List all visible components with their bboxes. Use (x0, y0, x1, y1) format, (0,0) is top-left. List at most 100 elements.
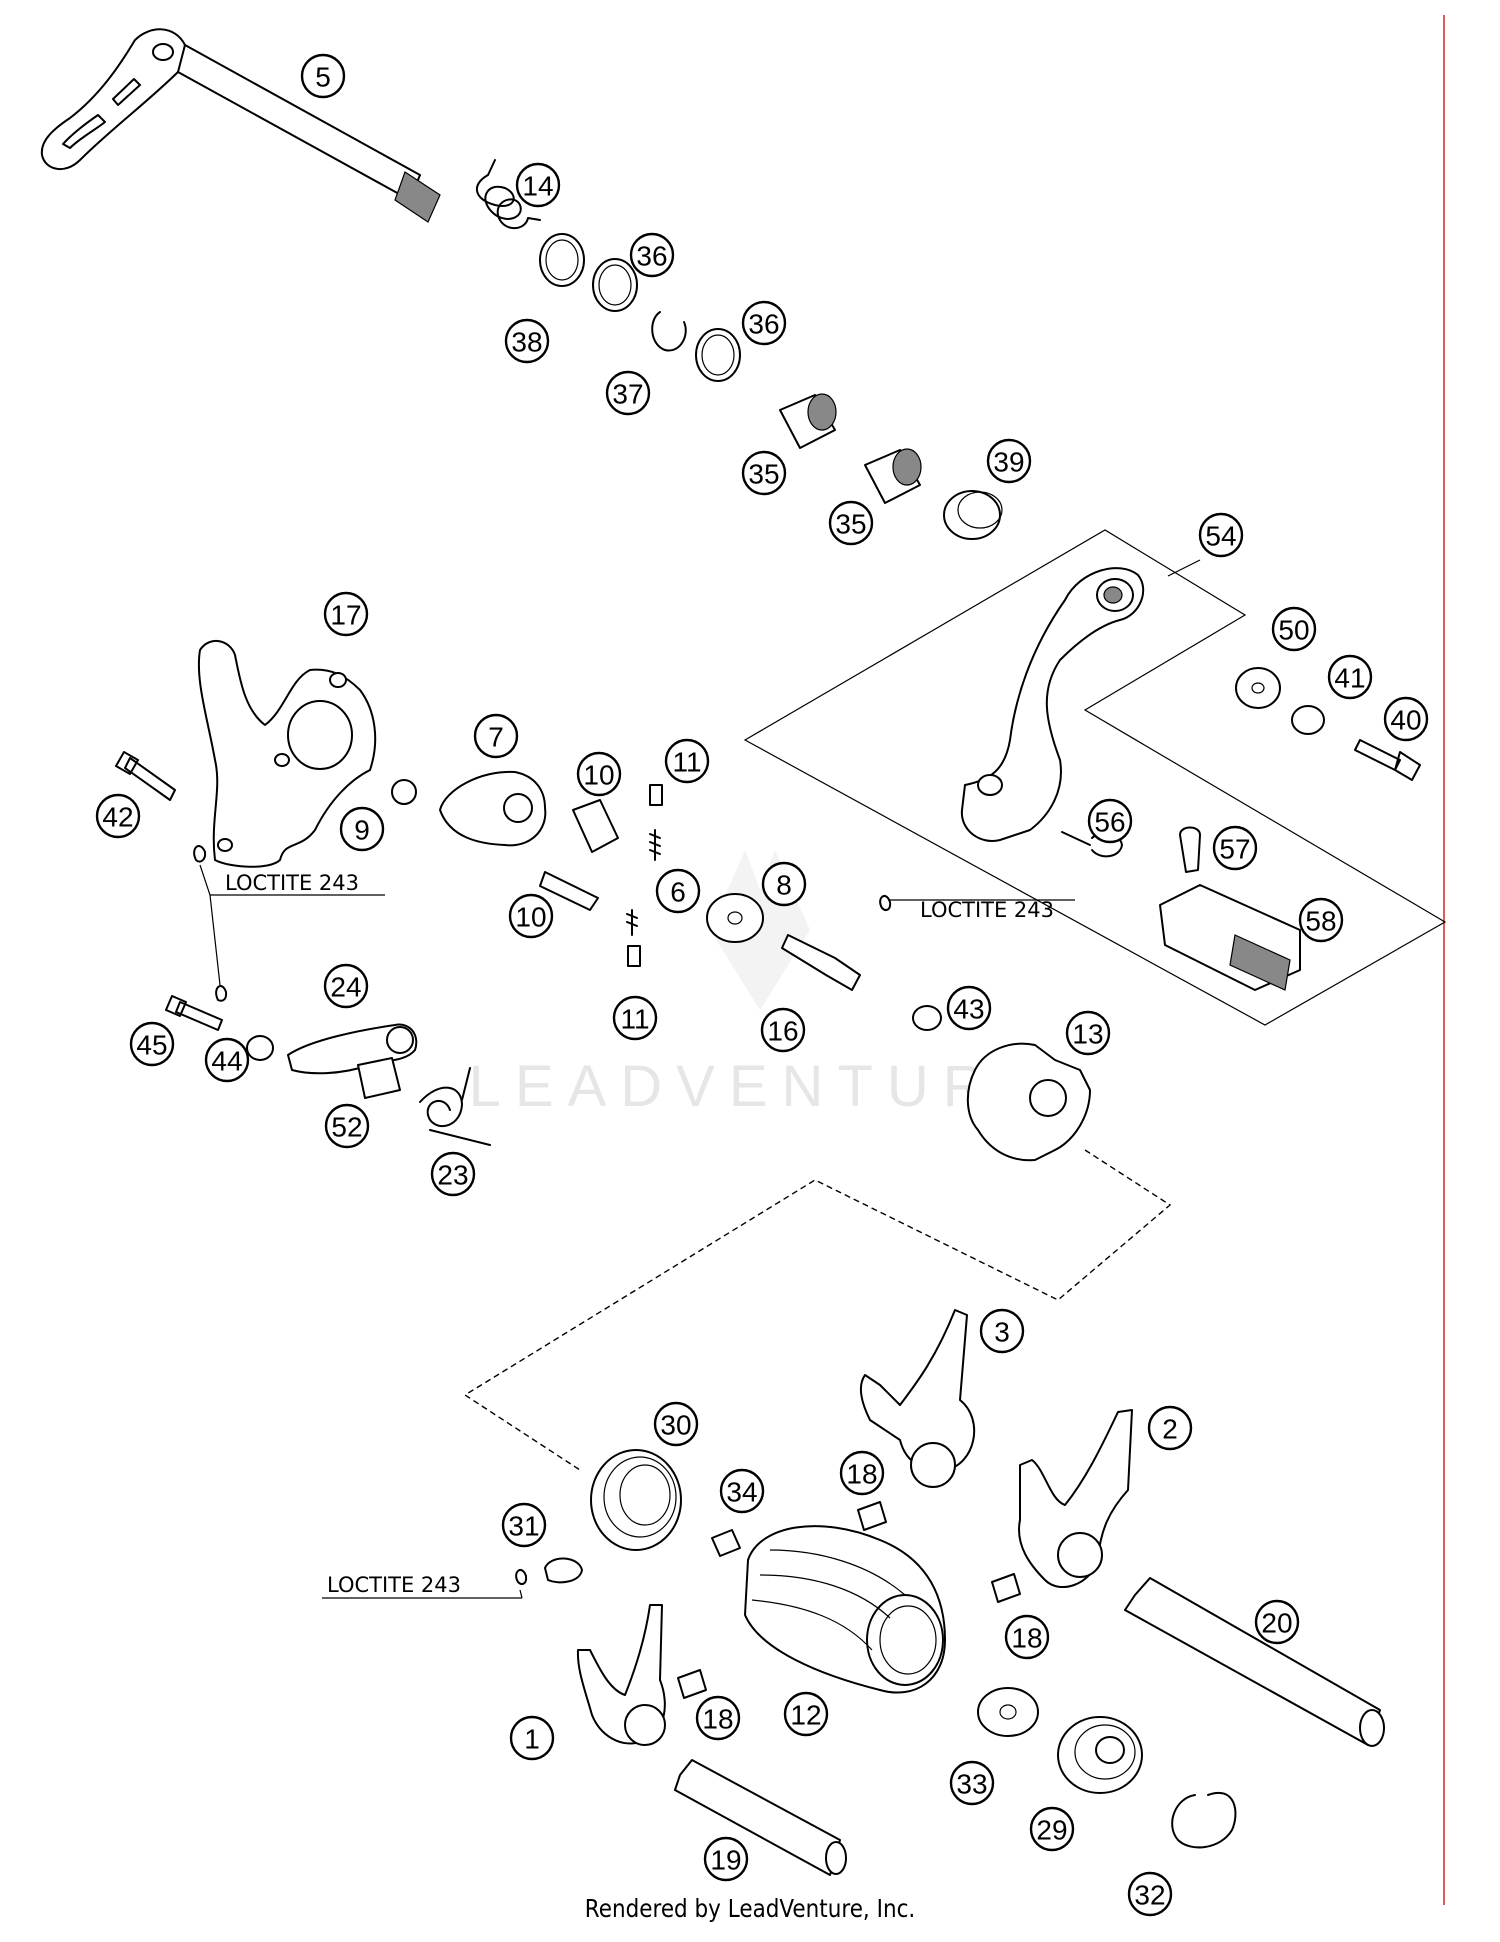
lever-assembly-box (743, 529, 1447, 1026)
spring-part-6a (649, 829, 661, 861)
callout-29: 29 (1029, 1806, 1075, 1852)
loctite-drop-1 (193, 845, 207, 863)
bearing-part-29 (1057, 1716, 1143, 1794)
svg-text:18: 18 (702, 1704, 733, 1735)
callout-16: 16 (760, 1007, 806, 1053)
callout-9: 9 (339, 806, 385, 852)
watermark-text: LEADVENTURE (469, 1054, 1052, 1119)
spring-part-23 (419, 1067, 491, 1146)
callout-58: 58 (1298, 897, 1344, 943)
svg-text:9: 9 (354, 815, 370, 846)
callout-50: 50 (1271, 606, 1317, 652)
svg-text:58: 58 (1305, 906, 1336, 937)
callout-18c: 18 (695, 1695, 741, 1741)
bearing-part-30 (590, 1449, 682, 1551)
callout-6: 6 (655, 868, 701, 914)
washer-part-38-inner (545, 239, 579, 281)
callout-56: 56 (1087, 798, 1133, 844)
callout-20: 20 (1254, 1599, 1300, 1645)
callout-19: 19 (703, 1836, 749, 1882)
callout-54: 54 (1198, 512, 1244, 558)
bolt-part-42 (115, 751, 176, 801)
washer-part-50-hole (1251, 682, 1265, 694)
callout-11b: 11 (612, 995, 658, 1041)
svg-text:24: 24 (330, 972, 361, 1003)
loctite-note-group-3: LOCTITE 243 (327, 1573, 461, 1597)
pin-part-57 (1179, 826, 1201, 873)
shift-drum-part-12 (744, 1525, 946, 1694)
shift-fork-part-1 (576, 1604, 666, 1746)
svg-text:36: 36 (636, 241, 667, 272)
svg-text:35: 35 (835, 509, 866, 540)
callout-1: 1 (509, 1715, 555, 1761)
svg-text:11: 11 (672, 747, 701, 778)
washer-part-8-hole (727, 911, 743, 925)
callout-41: 41 (1327, 654, 1373, 700)
loctite-drop-2 (215, 985, 228, 1002)
loctite-note-2: LOCTITE 243 (920, 898, 1054, 922)
washer-part-36a-inner (598, 264, 632, 306)
callout-3: 3 (979, 1308, 1025, 1354)
callout-2: 2 (1147, 1405, 1193, 1451)
callout-12: 12 (783, 1691, 829, 1737)
callout-44: 44 (204, 1037, 250, 1083)
roller-part-18b (991, 1573, 1021, 1603)
svg-text:5: 5 (315, 62, 331, 93)
washer-part-33-hole (999, 1704, 1017, 1720)
callout-31: 31 (501, 1502, 547, 1548)
pin-part-11b (627, 945, 641, 967)
callout-37: 37 (605, 370, 651, 416)
fork-shaft-end-19 (825, 1841, 847, 1875)
svg-text:29: 29 (1036, 1815, 1067, 1846)
svg-text:45: 45 (136, 1030, 167, 1061)
callout-24: 24 (323, 963, 369, 1009)
leader-lines (199, 559, 1201, 1599)
loctite-note-1: LOCTITE 243 (225, 871, 359, 895)
screw-part-31 (544, 1557, 583, 1584)
callout-32: 32 (1127, 1871, 1173, 1917)
washer-part-44 (246, 1035, 274, 1061)
washer-part-38 (539, 233, 585, 287)
svg-text:11: 11 (620, 1004, 649, 1035)
callout-5: 5 (300, 53, 346, 99)
svg-text:8: 8 (776, 870, 792, 901)
stud-part-16 (781, 934, 861, 991)
svg-text:36: 36 (748, 309, 779, 340)
footpeg-part-58 (1159, 884, 1301, 991)
svg-text:1: 1 (524, 1724, 540, 1755)
callout-14: 14 (515, 162, 561, 208)
callout-10a: 10 (576, 751, 622, 797)
bracket-part-17 (197, 640, 377, 868)
callout-43: 43 (946, 985, 992, 1031)
svg-text:12: 12 (790, 1700, 821, 1731)
callout-45: 45 (129, 1021, 175, 1067)
svg-text:32: 32 (1134, 1880, 1165, 1911)
svg-text:33: 33 (956, 1769, 987, 1800)
callout-35b: 35 (828, 500, 874, 546)
svg-text:39: 39 (993, 447, 1024, 478)
locking-lever-part-24 (287, 1023, 418, 1075)
callout-36a: 36 (629, 232, 675, 278)
svg-text:13: 13 (1072, 1019, 1103, 1050)
svg-text:56: 56 (1094, 807, 1125, 838)
callout-7: 7 (473, 713, 519, 759)
callout-11a: 11 (664, 738, 710, 784)
svg-text:10: 10 (515, 902, 546, 933)
callout-23: 23 (430, 1151, 476, 1197)
callout-35a: 35 (741, 450, 787, 496)
bolt-part-45 (165, 995, 223, 1031)
svg-text:43: 43 (953, 994, 984, 1025)
callout-52: 52 (324, 1103, 370, 1149)
svg-text:52: 52 (331, 1112, 362, 1143)
svg-text:20: 20 (1261, 1608, 1292, 1639)
svg-text:54: 54 (1205, 521, 1236, 552)
svg-text:18: 18 (1011, 1623, 1042, 1654)
callout-34: 34 (719, 1468, 765, 1514)
svg-text:18: 18 (846, 1459, 877, 1490)
svg-text:23: 23 (437, 1160, 468, 1191)
callout-57: 57 (1212, 825, 1258, 871)
shift-plate-part-7 (439, 770, 547, 847)
callout-18b: 18 (1004, 1614, 1050, 1660)
pin-part-34 (711, 1529, 741, 1557)
